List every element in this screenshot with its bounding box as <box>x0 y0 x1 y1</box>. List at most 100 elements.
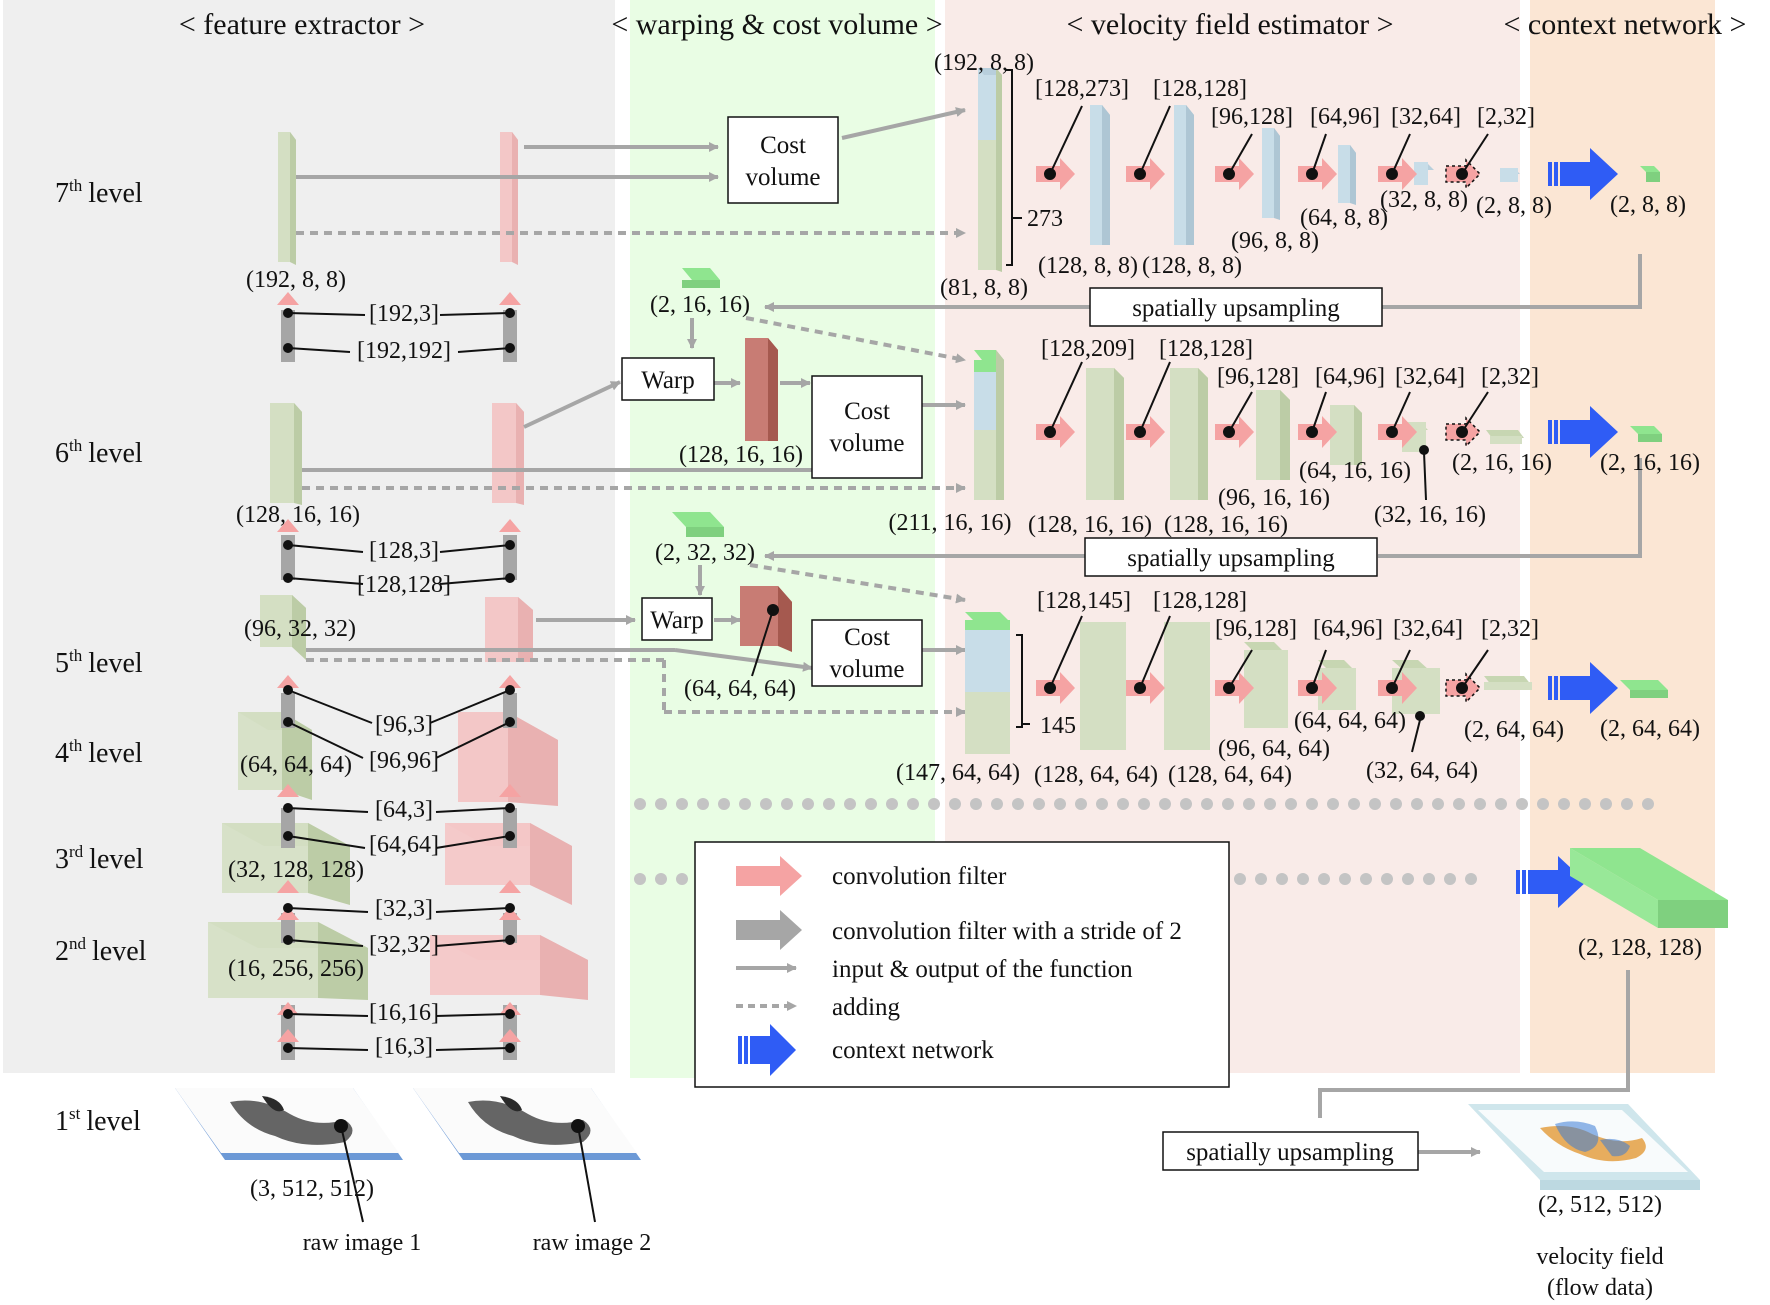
cost-volume-7: Cost volume <box>727 116 839 204</box>
separator-dot <box>676 873 688 885</box>
svg-text:Cost: Cost <box>760 132 806 159</box>
filter-16-3: [16,3] <box>375 1034 433 1060</box>
velocity-field-output <box>1468 1104 1700 1190</box>
separator-dot <box>1360 873 1372 885</box>
separator-dot <box>1495 798 1507 810</box>
flow-tile-32 <box>672 512 724 537</box>
row7-dim-4: (64, 8, 8) <box>1300 205 1388 231</box>
separator-dot <box>1621 798 1633 810</box>
svg-text:volume: volume <box>830 430 905 457</box>
row7-dim-6: (2, 8, 8) <box>1476 193 1552 219</box>
concat-5-total: 145 <box>1040 713 1076 739</box>
estimator-filter-pointers <box>1044 105 1489 753</box>
estimator-row7-blocks <box>1090 105 1520 245</box>
context-arrows <box>1516 148 1618 908</box>
svg-text:spatially upsampling: spatially upsampling <box>1127 545 1335 572</box>
row5-dim-6: (2, 64, 64) <box>1464 717 1564 743</box>
row6-dim-4: (64, 16, 16) <box>1299 458 1411 484</box>
separator-dot <box>1012 798 1024 810</box>
separator-dot <box>1444 873 1456 885</box>
context-dim-8: (2, 8, 8) <box>1610 192 1686 218</box>
row6-dim-2: (128, 16, 16) <box>1164 512 1288 538</box>
separator-dot <box>1243 798 1255 810</box>
cost-volume-5: Cost volume <box>811 619 923 687</box>
raw-image-1-label: raw image 1 <box>303 1230 422 1256</box>
separator-dot <box>1381 873 1393 885</box>
cost-volume-6: Cost volume <box>811 375 923 479</box>
separator-dot <box>760 798 772 810</box>
warped-feature-6 <box>745 338 778 441</box>
separator-dot <box>1201 798 1213 810</box>
separator-dot <box>1285 798 1297 810</box>
separator-dot <box>1327 798 1339 810</box>
svg-text:Cost: Cost <box>844 624 890 651</box>
svg-text:Warp: Warp <box>650 607 704 634</box>
header-context-network: < context network > <box>1504 8 1747 41</box>
upsampling-box-7: spatially upsampling <box>1089 287 1383 327</box>
separator-dot <box>886 798 898 810</box>
separator-dot <box>1318 873 1330 885</box>
gray-arrow-icon <box>736 910 802 950</box>
row6-filter-6: [2,32] <box>1481 364 1539 390</box>
dim-level7: (192, 8, 8) <box>246 267 346 293</box>
row5-filter-4: [64,96] <box>1313 616 1383 642</box>
separator-dot <box>1453 798 1465 810</box>
svg-text:volume: volume <box>746 164 821 191</box>
row6-filter-4: [64,96] <box>1315 364 1385 390</box>
separator-dot <box>1465 873 1477 885</box>
separator-dot <box>1276 873 1288 885</box>
row5-filter-3: [96,128] <box>1215 616 1297 642</box>
separator-dot <box>1516 798 1528 810</box>
row7-dim-3: (96, 8, 8) <box>1231 228 1319 254</box>
dim-level2: (16, 256, 256) <box>228 956 364 982</box>
legend: convolution filter convolution filter wi… <box>694 841 1230 1088</box>
separator-dot <box>1117 798 1129 810</box>
blue-arrow-icon <box>738 1024 796 1076</box>
row6-filter-2: [128,128] <box>1159 336 1253 362</box>
flow-dim-16: (2, 16, 16) <box>650 292 750 318</box>
svg-text:Warp: Warp <box>641 367 695 394</box>
dim-level3: (32, 128, 128) <box>228 857 364 883</box>
filter-64-3: [64,3] <box>375 797 433 823</box>
separator-dot <box>1234 873 1246 885</box>
separator-dot <box>1306 798 1318 810</box>
separator-dot <box>1558 798 1570 810</box>
concat-6-dim: (211, 16, 16) <box>888 510 1011 536</box>
header-velocity-field-estimator: < velocity field estimator > <box>1066 8 1393 41</box>
separator-dot <box>1075 798 1087 810</box>
separator-dot <box>1264 798 1276 810</box>
row7-filter-5: [32,64] <box>1391 104 1461 130</box>
row5-dim-3: (96, 64, 64) <box>1218 736 1330 762</box>
separator-dot <box>991 798 1003 810</box>
separator-dot <box>1054 798 1066 810</box>
legend-label-4: adding <box>832 994 901 1021</box>
separator-dot <box>865 798 877 810</box>
row7-filter-3: [96,128] <box>1211 104 1293 130</box>
filter-32-3: [32,3] <box>375 896 433 922</box>
separator-dot <box>844 798 856 810</box>
dim-level5: (96, 32, 32) <box>244 616 356 642</box>
row5-dim-1: (128, 64, 64) <box>1034 762 1158 788</box>
raw-image-2 <box>413 1088 641 1160</box>
separator-dot <box>676 798 688 810</box>
row7-dim-5: (32, 8, 8) <box>1380 187 1468 213</box>
separator-dot <box>1642 798 1654 810</box>
separator-dot <box>949 798 961 810</box>
separator-dot <box>697 798 709 810</box>
row5-dim-4: (64, 64, 64) <box>1294 708 1406 734</box>
dotted-separators <box>634 798 1654 885</box>
row6-dim-3: (96, 16, 16) <box>1218 485 1330 511</box>
context-dim-16: (2, 16, 16) <box>1600 450 1700 476</box>
header-feature-extractor: < feature extractor > <box>179 8 425 41</box>
separator-dot <box>1348 798 1360 810</box>
warped-dim-5: (64, 64, 64) <box>684 676 796 702</box>
separator-dot <box>634 798 646 810</box>
separator-dot <box>655 873 667 885</box>
concat-block-7 <box>978 68 1022 272</box>
row5-filter-6: [2,32] <box>1481 616 1539 642</box>
concat-block-5 <box>965 612 1030 754</box>
filter-96-3: [96,3] <box>375 712 433 738</box>
separator-dot <box>1600 798 1612 810</box>
